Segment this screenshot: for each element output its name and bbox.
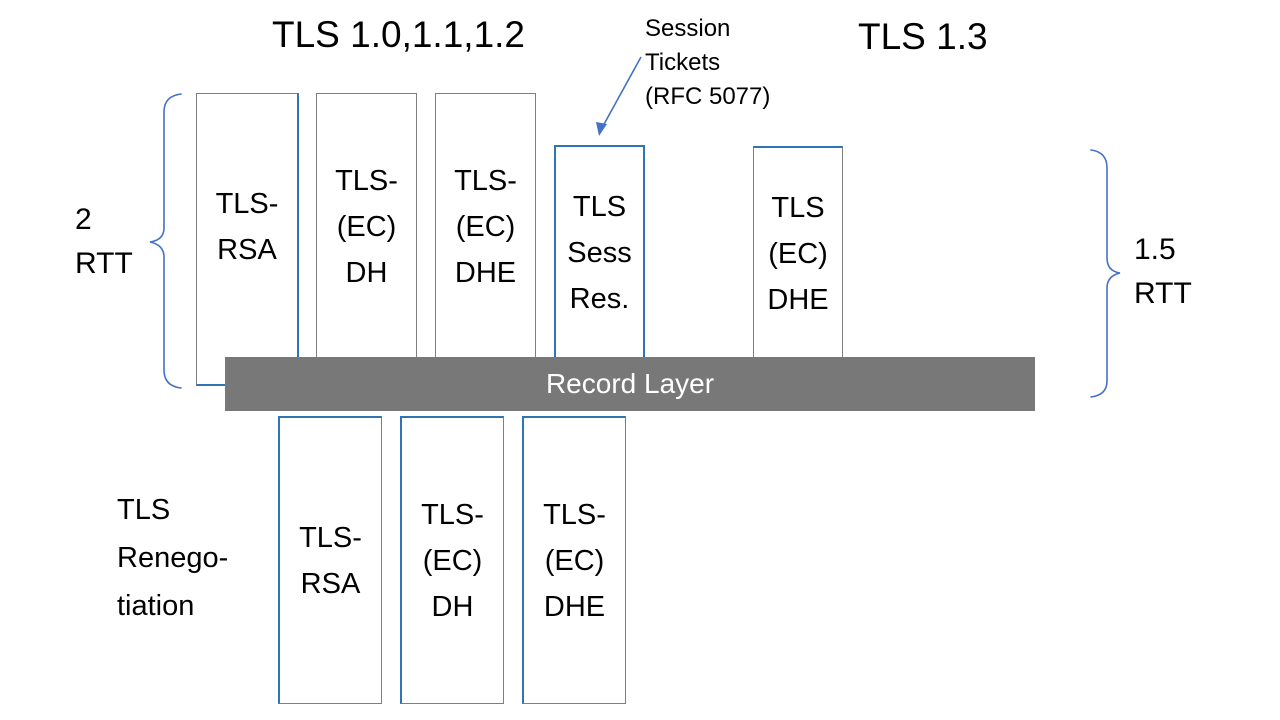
annotation-line-1: Session: [645, 15, 731, 42]
annotation-line-2: Tickets: [645, 49, 721, 76]
box-tls-ec-dhe: TLS- (EC) DHE: [435, 93, 536, 360]
box-renego-tls-ec-dhe-line-2: (EC): [544, 544, 605, 577]
box-renego-tls-ec-dh: TLS- (EC) DH: [400, 416, 504, 704]
box-tls-ec-dhe-line-1: TLS-: [454, 164, 517, 197]
annotation-arrow-head-icon: [596, 122, 607, 136]
box-renego-tls-ec-dhe-line-3: DHE: [543, 590, 606, 623]
box-renego-tls-ec-dh-line-3: DH: [431, 590, 474, 623]
label-1-5-rtt-line-2: RTT: [1134, 277, 1192, 310]
box-renego-tls-ec-dhe: TLS- (EC) DHE: [522, 416, 626, 704]
box-tls-sess-line-1: TLS: [572, 190, 627, 223]
label-2-rtt: 2 RTT: [75, 198, 133, 286]
label-renegotiation-line-3: tiation: [117, 590, 195, 622]
box-tls13-ec-dhe-line-3: DHE: [767, 283, 829, 316]
box-tls-ec-dh-line-3: DH: [345, 256, 388, 289]
box-renego-tls-ec-dhe-line-1: TLS-: [543, 498, 606, 531]
box-renego-tls-rsa: TLS- RSA: [278, 416, 382, 704]
box-tls-ec-dh-line-2: (EC): [336, 210, 397, 243]
annotation-arrow-line: [602, 56, 642, 127]
box-tls-ec-dh: TLS- (EC) DH: [316, 93, 417, 360]
box-tls13-ec-dhe-line-1: TLS: [771, 191, 825, 224]
box-renego-tls-ec-dh-line-2: (EC): [422, 544, 483, 577]
box-tls-rsa-line-2: RSA: [217, 234, 277, 266]
box-tls-ec-dhe-line-2: (EC): [455, 210, 516, 243]
box-renego-tls-rsa-line-2: RSA: [300, 567, 361, 600]
box-tls13-ec-dhe: TLS (EC) DHE: [753, 146, 843, 360]
record-layer-bar: Record Layer: [225, 357, 1035, 411]
right-brace-icon: [1090, 149, 1121, 398]
box-tls-rsa: TLS- RSA: [196, 93, 299, 386]
label-2-rtt-line-2: RTT: [75, 247, 133, 280]
record-layer-label: Record Layer: [545, 368, 715, 399]
box-tls-session-resumption: TLS Sess Res.: [554, 145, 645, 360]
box-tls13-ec-dhe-line-2: (EC): [768, 237, 828, 270]
box-renego-tls-rsa-line-1: TLS-: [299, 521, 362, 554]
box-tls-ec-dhe-line-3: DHE: [454, 256, 517, 289]
label-1-5-rtt: 1.5 RTT: [1134, 228, 1192, 316]
box-renego-tls-ec-dh-line-1: TLS-: [421, 498, 484, 531]
box-tls-ec-dh-line-1: TLS-: [335, 164, 398, 197]
box-tls-sess-line-3: Res.: [569, 282, 630, 315]
label-2-rtt-line-1: 2: [75, 203, 92, 236]
box-tls-sess-line-2: Sess: [567, 236, 632, 269]
label-1-5-rtt-line-1: 1.5: [1134, 233, 1176, 266]
title-tls-legacy: TLS 1.0,1.1,1.2: [272, 14, 526, 55]
annotation-line-3: (RFC 5077): [645, 83, 771, 110]
box-tls-rsa-line-1: TLS-: [215, 188, 279, 220]
label-tls-renegotiation: TLS Renego- tiation: [117, 486, 228, 630]
label-renegotiation-line-2: Renego-: [117, 542, 229, 574]
label-renegotiation-line-1: TLS: [117, 494, 171, 526]
title-tls13: TLS 1.3: [858, 16, 988, 57]
left-brace-icon: [149, 93, 182, 389]
session-tickets-annotation: Session Tickets (RFC 5077): [645, 12, 770, 114]
